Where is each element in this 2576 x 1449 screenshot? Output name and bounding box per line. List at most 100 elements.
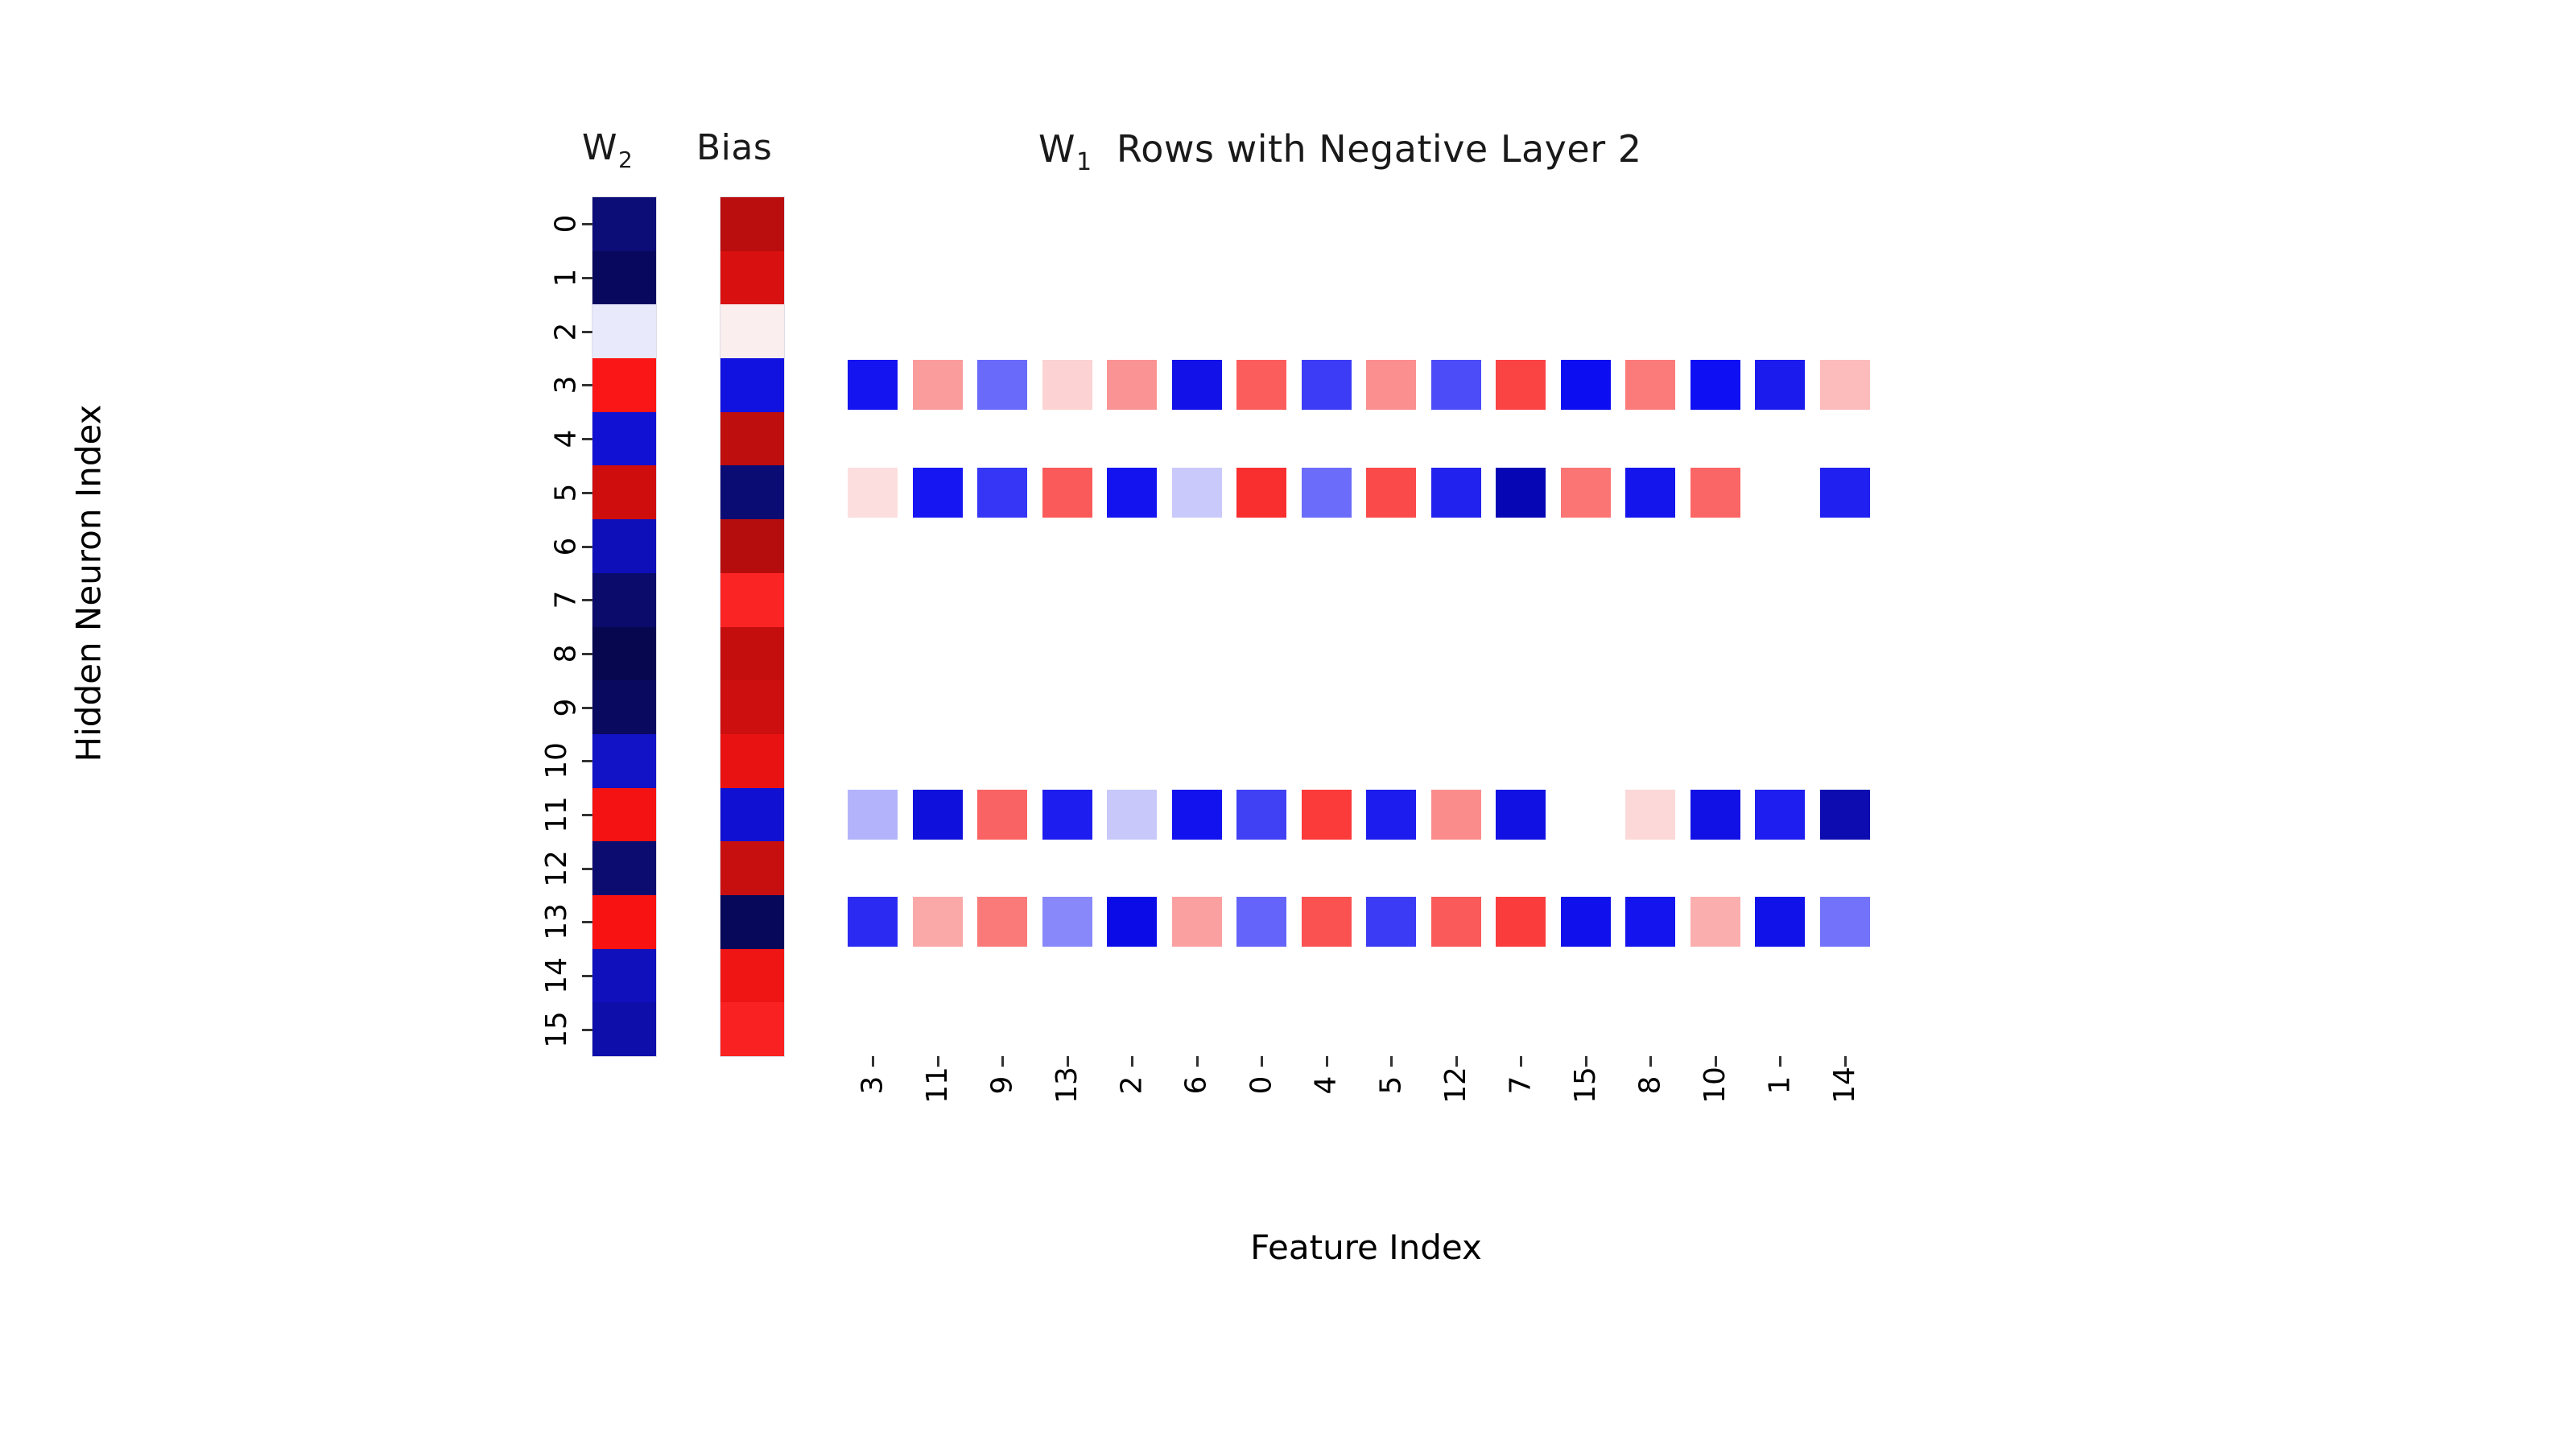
heatmap-cell-r5-f7	[1496, 467, 1546, 518]
w2-cell-12	[592, 841, 656, 895]
bias-cell-10	[720, 733, 784, 788]
heatmap-cell-r3-f1	[1755, 360, 1805, 411]
bias-cell-1	[720, 250, 784, 305]
bias-column-heatmap	[720, 196, 785, 1057]
y-tick-mark-5	[582, 491, 592, 494]
heatmap-cell-r5-f5	[1366, 467, 1416, 518]
heatmap-cell-r5-f8	[1625, 467, 1675, 518]
heatmap-cell-r11-f3	[848, 790, 898, 840]
y-tick-label-15: 15	[540, 1010, 574, 1048]
x-tick-mark-3	[872, 1056, 874, 1067]
x-tick-mark-15	[1584, 1056, 1587, 1067]
heatmap-cell-r3-f9	[977, 360, 1027, 411]
bias-cell-7	[720, 572, 784, 627]
x-tick-mark-10	[1714, 1056, 1717, 1067]
x-tick-label-6: 6	[1179, 1075, 1213, 1095]
y-tick-mark-14	[582, 975, 592, 978]
x-tick-label-9: 9	[985, 1075, 1018, 1095]
y-tick-mark-0	[582, 223, 592, 226]
x-tick-label-1: 1	[1763, 1075, 1796, 1095]
w2-cell-0	[592, 197, 656, 251]
x-tick-mark-13	[1066, 1056, 1069, 1067]
x-tick-label-0: 0	[1245, 1075, 1278, 1095]
heatmap-cell-r3-f6	[1171, 360, 1222, 411]
w2-cell-7	[592, 572, 656, 627]
w2-cell-9	[592, 680, 656, 734]
x-tick-label-13: 13	[1050, 1067, 1084, 1104]
heatmap-cell-r3-f13	[1042, 360, 1092, 411]
w2-column-title: W2	[582, 127, 634, 173]
heatmap-cell-r3-f12	[1430, 360, 1481, 411]
y-tick-label-1: 1	[549, 268, 583, 287]
bias-cell-8	[720, 626, 784, 681]
x-tick-label-14: 14	[1827, 1067, 1861, 1104]
y-tick-label-4: 4	[549, 429, 583, 448]
heatmap-cell-r11-f0	[1236, 790, 1286, 840]
y-tick-label-10: 10	[540, 742, 574, 780]
bias-cell-4	[720, 411, 784, 466]
y-tick-label-7: 7	[549, 590, 583, 609]
y-tick-mark-7	[582, 599, 592, 602]
bias-cell-11	[720, 787, 784, 842]
x-tick-label-7: 7	[1504, 1075, 1537, 1095]
w2-cell-13	[592, 894, 656, 949]
heatmap-cell-r11-f4	[1301, 790, 1352, 840]
x-tick-mark-11	[936, 1056, 939, 1067]
heatmap-cell-r13-f4	[1301, 897, 1352, 947]
w2-cell-5	[592, 465, 656, 520]
heatmap-cell-r3-f5	[1366, 360, 1416, 411]
bias-cell-3	[720, 358, 784, 412]
heatmap-cell-r5-f2	[1107, 467, 1157, 518]
y-tick-mark-13	[582, 921, 592, 924]
heatmap-cell-r11-f8	[1625, 790, 1675, 840]
x-tick-mark-14	[1843, 1056, 1847, 1067]
chart-title: W1 Rows with Negative Layer 2	[1038, 127, 1642, 177]
heatmap-cell-r5-f12	[1430, 467, 1481, 518]
x-tick-label-4: 4	[1309, 1075, 1343, 1095]
heatmap-cell-r5-f11	[912, 467, 963, 518]
x-tick-label-12: 12	[1439, 1067, 1472, 1104]
heatmap-cell-r3-f3	[848, 360, 898, 411]
heatmap-cell-r11-f12	[1430, 790, 1481, 840]
x-tick-mark-12	[1455, 1056, 1458, 1067]
bias-cell-15	[720, 1002, 784, 1056]
y-tick-mark-4	[582, 438, 592, 441]
x-tick-label-10: 10	[1698, 1067, 1732, 1104]
heatmap-cell-r11-f13	[1042, 790, 1092, 840]
bias-cell-9	[720, 680, 784, 734]
y-tick-label-8: 8	[549, 644, 583, 663]
x-tick-mark-6	[1195, 1056, 1199, 1067]
w2-cell-1	[592, 250, 656, 305]
heatmap-cell-r11-f11	[912, 790, 963, 840]
y-tick-label-2: 2	[549, 322, 583, 341]
x-tick-mark-5	[1390, 1056, 1393, 1067]
y-tick-mark-9	[582, 706, 592, 709]
y-tick-label-11: 11	[540, 796, 574, 833]
x-tick-label-3: 3	[856, 1075, 889, 1095]
y-tick-mark-8	[582, 652, 592, 655]
heatmap-cell-r5-f14	[1819, 467, 1870, 518]
heatmap-cell-r3-f0	[1236, 360, 1286, 411]
bias-cell-6	[720, 519, 784, 573]
y-tick-mark-3	[582, 384, 592, 387]
bias-column-title: Bias	[696, 127, 773, 168]
bias-cell-14	[720, 948, 784, 1003]
heatmap-cell-r5-f10	[1690, 467, 1740, 518]
heatmap-cell-r3-f15	[1560, 360, 1611, 411]
heatmap-cell-r11-f9	[977, 790, 1027, 840]
y-tick-mark-11	[582, 814, 592, 817]
heatmap-cell-r5-f6	[1171, 467, 1222, 518]
heatmap-cell-r13-f1	[1755, 897, 1805, 947]
heatmap-cell-r13-f0	[1236, 897, 1286, 947]
y-tick-mark-6	[582, 545, 592, 548]
heatmap-cell-r11-f2	[1107, 790, 1157, 840]
x-tick-mark-1	[1779, 1056, 1781, 1067]
heatmap-cell-r13-f8	[1625, 897, 1675, 947]
heatmap-cell-r13-f5	[1366, 897, 1416, 947]
heatmap-cell-r13-f7	[1496, 897, 1546, 947]
heatmap-cell-r13-f9	[977, 897, 1027, 947]
heatmap-cell-r3-f4	[1301, 360, 1352, 411]
heatmap-cell-r3-f7	[1496, 360, 1546, 411]
w2-cell-11	[592, 787, 656, 842]
